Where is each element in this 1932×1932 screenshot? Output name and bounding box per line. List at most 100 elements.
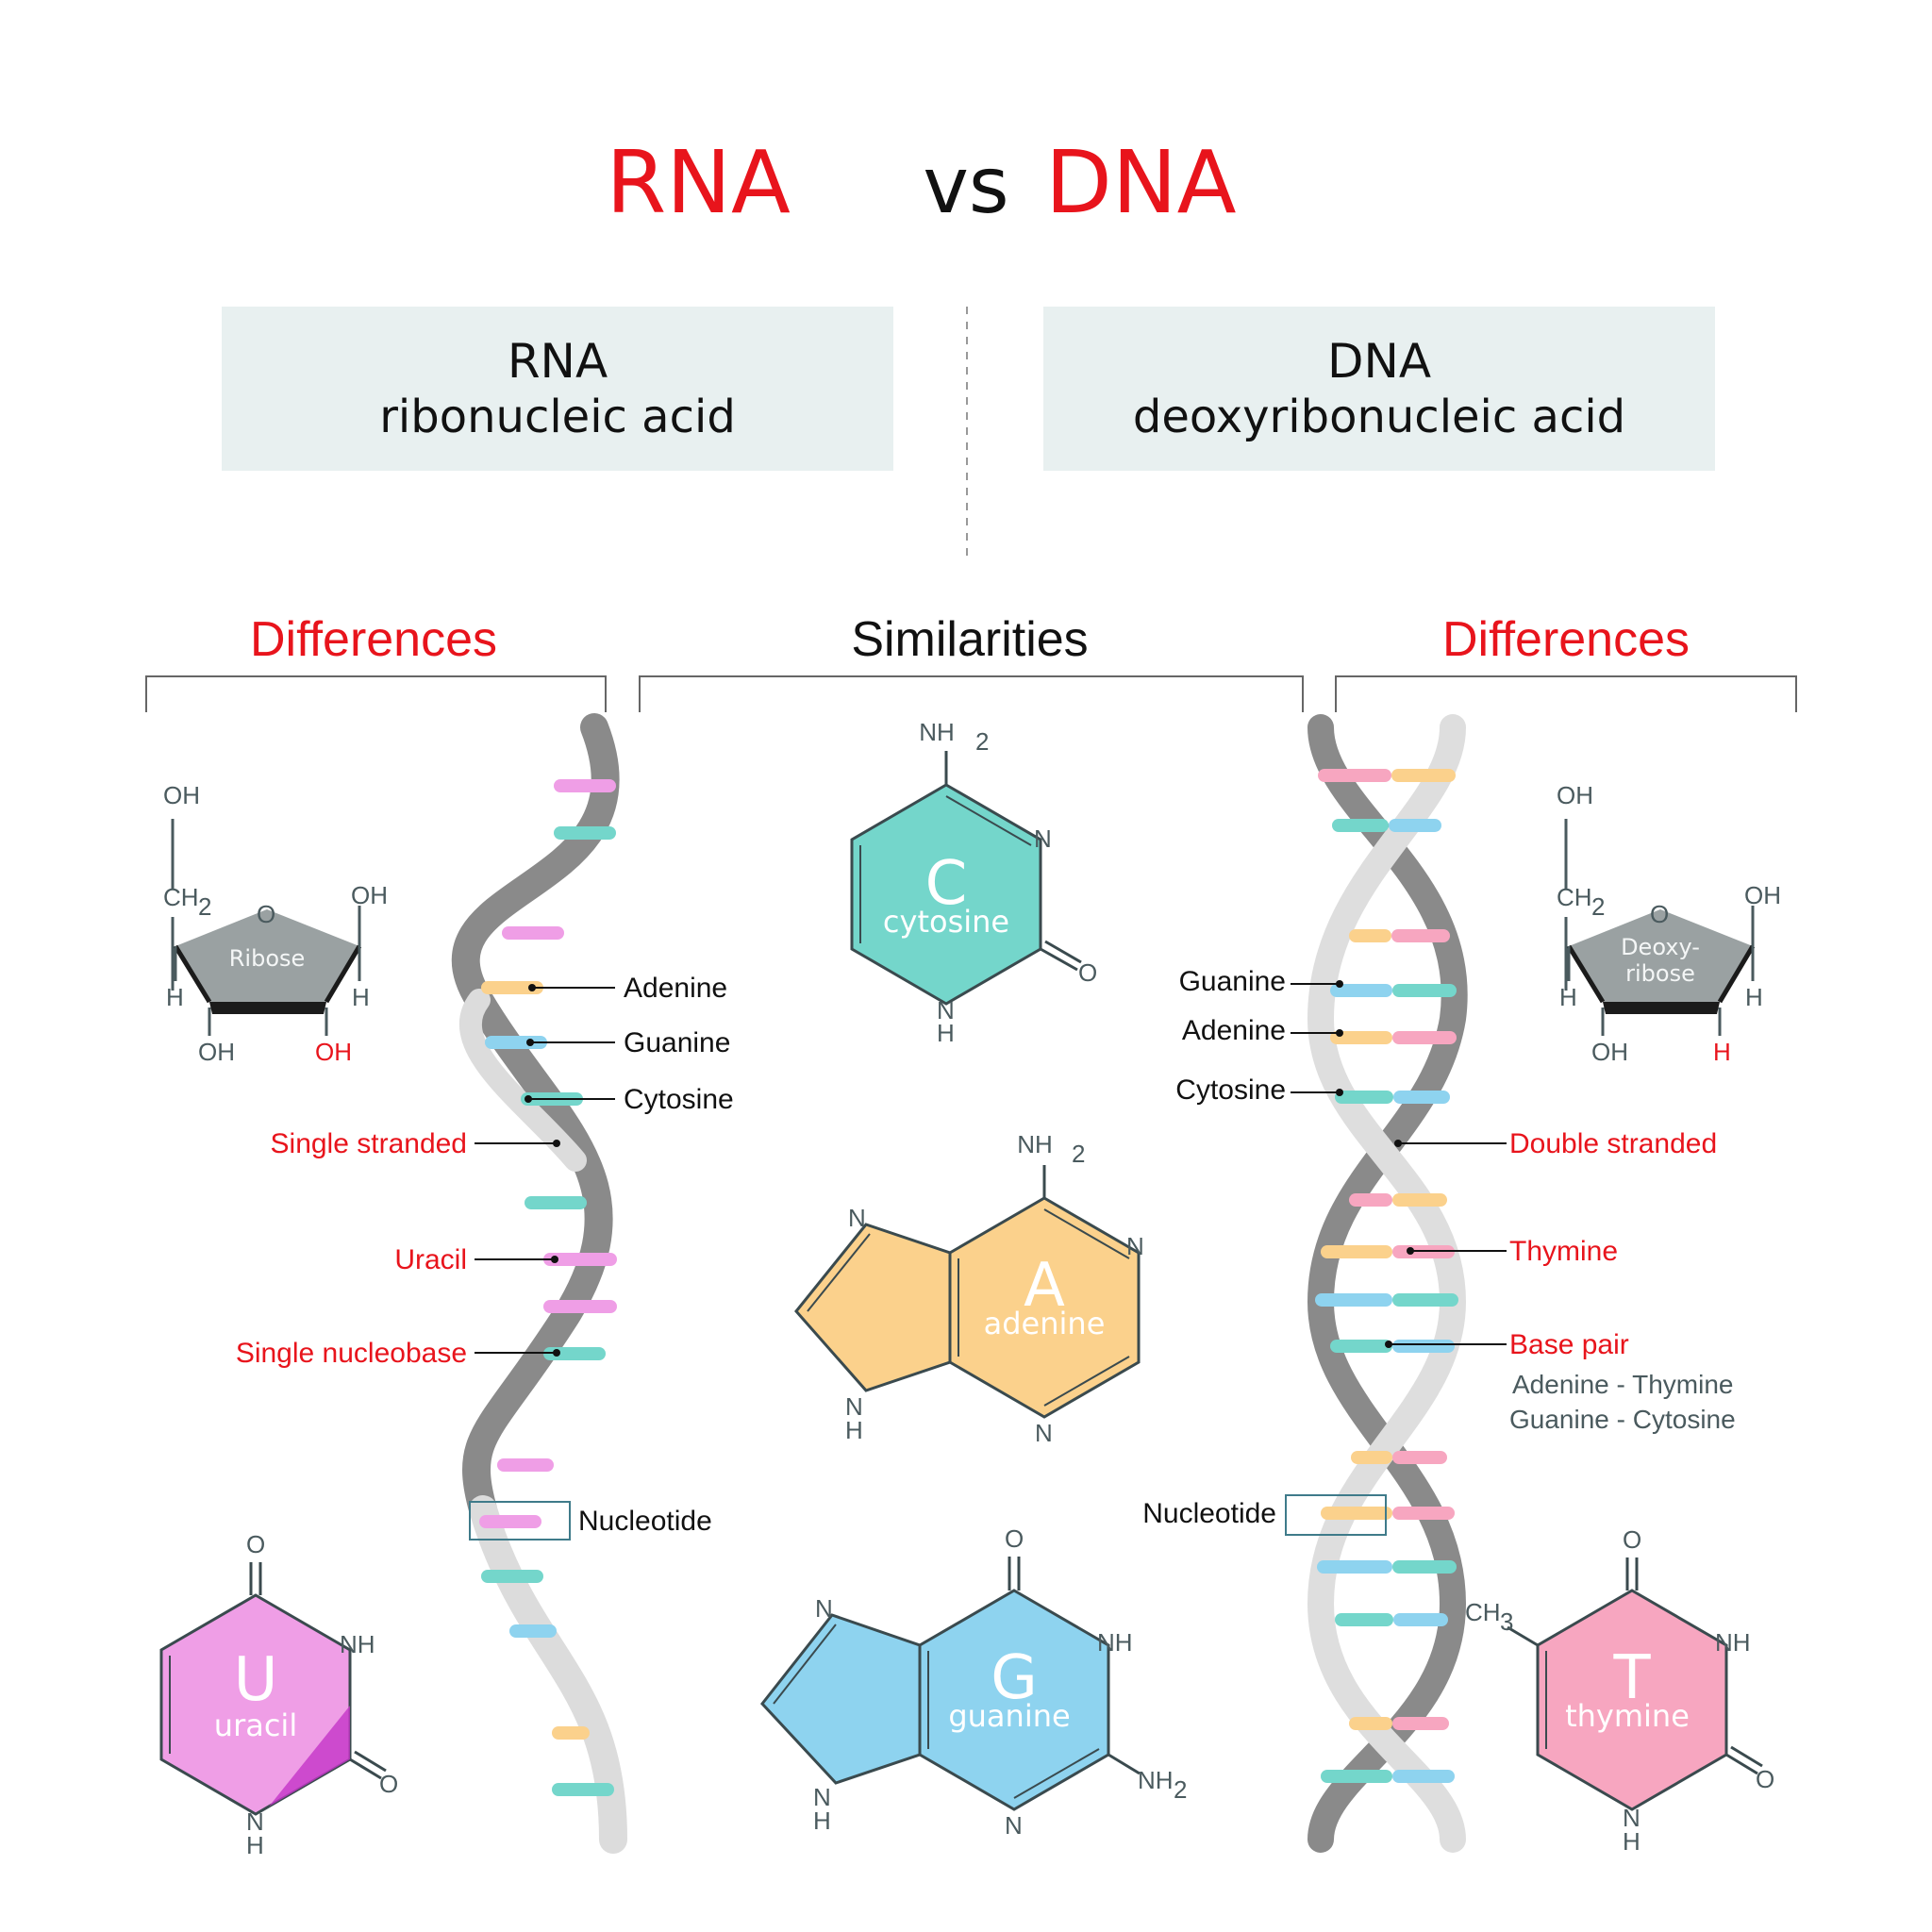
svg-text:O: O [1650, 900, 1669, 928]
thymine-letter: T [1612, 1643, 1651, 1713]
svg-text:NH: NH [1017, 1130, 1053, 1158]
dna-double-helix [1285, 714, 1468, 1853]
rna-label-guanine: Guanine [624, 1027, 730, 1058]
svg-text:NH: NH [340, 1630, 375, 1658]
svg-text:H: H [845, 1416, 863, 1444]
left-differences-heading: Differences [250, 612, 497, 667]
svg-text:2: 2 [198, 892, 211, 921]
dna-base-pair [1335, 1613, 1448, 1626]
svg-text:N: N [1126, 1232, 1144, 1260]
svg-text:O: O [1756, 1765, 1774, 1793]
svg-text:NH: NH [919, 718, 955, 746]
rna-nucleotide-box [469, 1501, 571, 1541]
rna-base-uracil [502, 926, 564, 940]
svg-text:N: N [246, 1807, 264, 1836]
svg-text:2: 2 [1072, 1140, 1085, 1168]
right-differences-heading: Differences [1442, 612, 1690, 667]
rna-base-adenine [552, 1726, 590, 1740]
rna-base-uracil [497, 1458, 554, 1472]
guanine-five-ring [760, 1613, 922, 1785]
svg-text:N: N [1035, 1419, 1053, 1447]
right-bracket [1335, 675, 1797, 712]
dna-base-pair [1330, 1340, 1455, 1353]
svg-text:OH: OH [1557, 781, 1593, 809]
rna-label-uracil: Uracil [394, 1244, 467, 1275]
dna-full-name: deoxyribonucleic acid [1133, 391, 1625, 443]
adenine-five-ring [794, 1223, 952, 1392]
dna-label-nucleotide: Nucleotide [1142, 1498, 1276, 1529]
deoxyribose-name-1: Deoxy- [1621, 934, 1700, 960]
guanine-letter: G [991, 1643, 1038, 1713]
guanine-name: guanine [948, 1698, 1070, 1734]
dna-label-base-pair: Base pair [1509, 1329, 1629, 1360]
rna-header-box [222, 307, 893, 471]
dna-base-pair [1321, 1770, 1455, 1783]
rna-abbr: RNA [508, 334, 608, 389]
svg-text:O: O [1078, 958, 1097, 987]
dna-base-pair [1330, 1031, 1457, 1044]
svg-text:H: H [1559, 983, 1577, 1011]
dna-abbr: DNA [1327, 334, 1431, 389]
dna-base-pair [1349, 1193, 1447, 1207]
svg-text:N: N [815, 1594, 833, 1623]
svg-text:N: N [1623, 1804, 1641, 1832]
uracil-ring [159, 1593, 352, 1816]
title-dna: DNA [1045, 132, 1237, 233]
dna-base-pair [1349, 929, 1450, 942]
svg-text:N: N [845, 1392, 863, 1421]
dna-label-guanine: Guanine [1179, 966, 1286, 997]
deoxyribose-2prime-h: H [1713, 1038, 1731, 1066]
svg-text:NH: NH [1715, 1628, 1751, 1657]
dna-base-pair [1318, 769, 1456, 782]
deoxyribose-ring [1569, 909, 1753, 1002]
rna-base-cytosine [554, 826, 616, 840]
ribose-2prime-oh: OH [315, 1038, 352, 1066]
rna-base-cytosine [552, 1783, 614, 1796]
svg-text:CH: CH [1465, 1598, 1501, 1626]
deoxyribose-sugar: Deoxy- ribose OH CH 2 O OH H H OH H [1557, 781, 1781, 1066]
dna-label-pair-gc: Guanine - Cytosine [1509, 1405, 1736, 1434]
title-vs: vs [923, 142, 1008, 231]
svg-text:H: H [246, 1831, 264, 1859]
dna-base-pair [1321, 1507, 1455, 1520]
svg-text:OH: OH [351, 881, 388, 909]
svg-text:N: N [1005, 1811, 1023, 1840]
svg-text:2: 2 [1174, 1775, 1187, 1804]
rna-strand [451, 713, 627, 1854]
svg-text:OH: OH [198, 1038, 235, 1066]
svg-text:OH: OH [1591, 1038, 1628, 1066]
similarities-heading: Similarities [851, 612, 1088, 667]
rna-base-uracil [543, 1300, 617, 1313]
svg-text:O: O [257, 900, 275, 928]
rna-base-guanine [509, 1624, 557, 1638]
svg-text:H: H [1745, 983, 1763, 1011]
dna-base-pair [1332, 819, 1441, 832]
rna-base-cytosine [481, 1570, 543, 1583]
svg-text:H: H [166, 983, 184, 1011]
uracil-letter: U [234, 1645, 278, 1715]
uracil-name: uracil [214, 1707, 297, 1743]
left-bracket [145, 675, 607, 712]
rna-base-uracil [479, 1515, 541, 1528]
svg-text:OH: OH [163, 781, 200, 809]
rna-base-uracil [554, 779, 616, 792]
thymine-name: thymine [1565, 1698, 1690, 1734]
rna-label-single-stranded: Single stranded [271, 1128, 467, 1159]
dna-nucleotide-box [1285, 1494, 1387, 1536]
dna-label-pair-at: Adenine - Thymine [1512, 1370, 1734, 1399]
svg-text:H: H [813, 1807, 831, 1835]
svg-text:H: H [352, 983, 370, 1011]
center-bracket [639, 675, 1304, 712]
svg-text:NH: NH [1097, 1628, 1133, 1657]
cytosine-molecule: C cytosine NH 2 N O N H [850, 718, 1097, 1047]
rna-base-adenine [481, 981, 543, 994]
svg-text:H: H [1623, 1827, 1641, 1856]
title-rna: RNA [606, 132, 791, 233]
adenine-molecule: A adenine NH 2 N N N N H [794, 1130, 1144, 1447]
rna-label-nucleotide: Nucleotide [578, 1506, 712, 1537]
rna-backbone-lower [469, 1495, 627, 1854]
svg-text:O: O [1005, 1524, 1024, 1553]
deoxyribose-name-2: ribose [1625, 960, 1695, 987]
svg-text:N: N [848, 1204, 866, 1232]
